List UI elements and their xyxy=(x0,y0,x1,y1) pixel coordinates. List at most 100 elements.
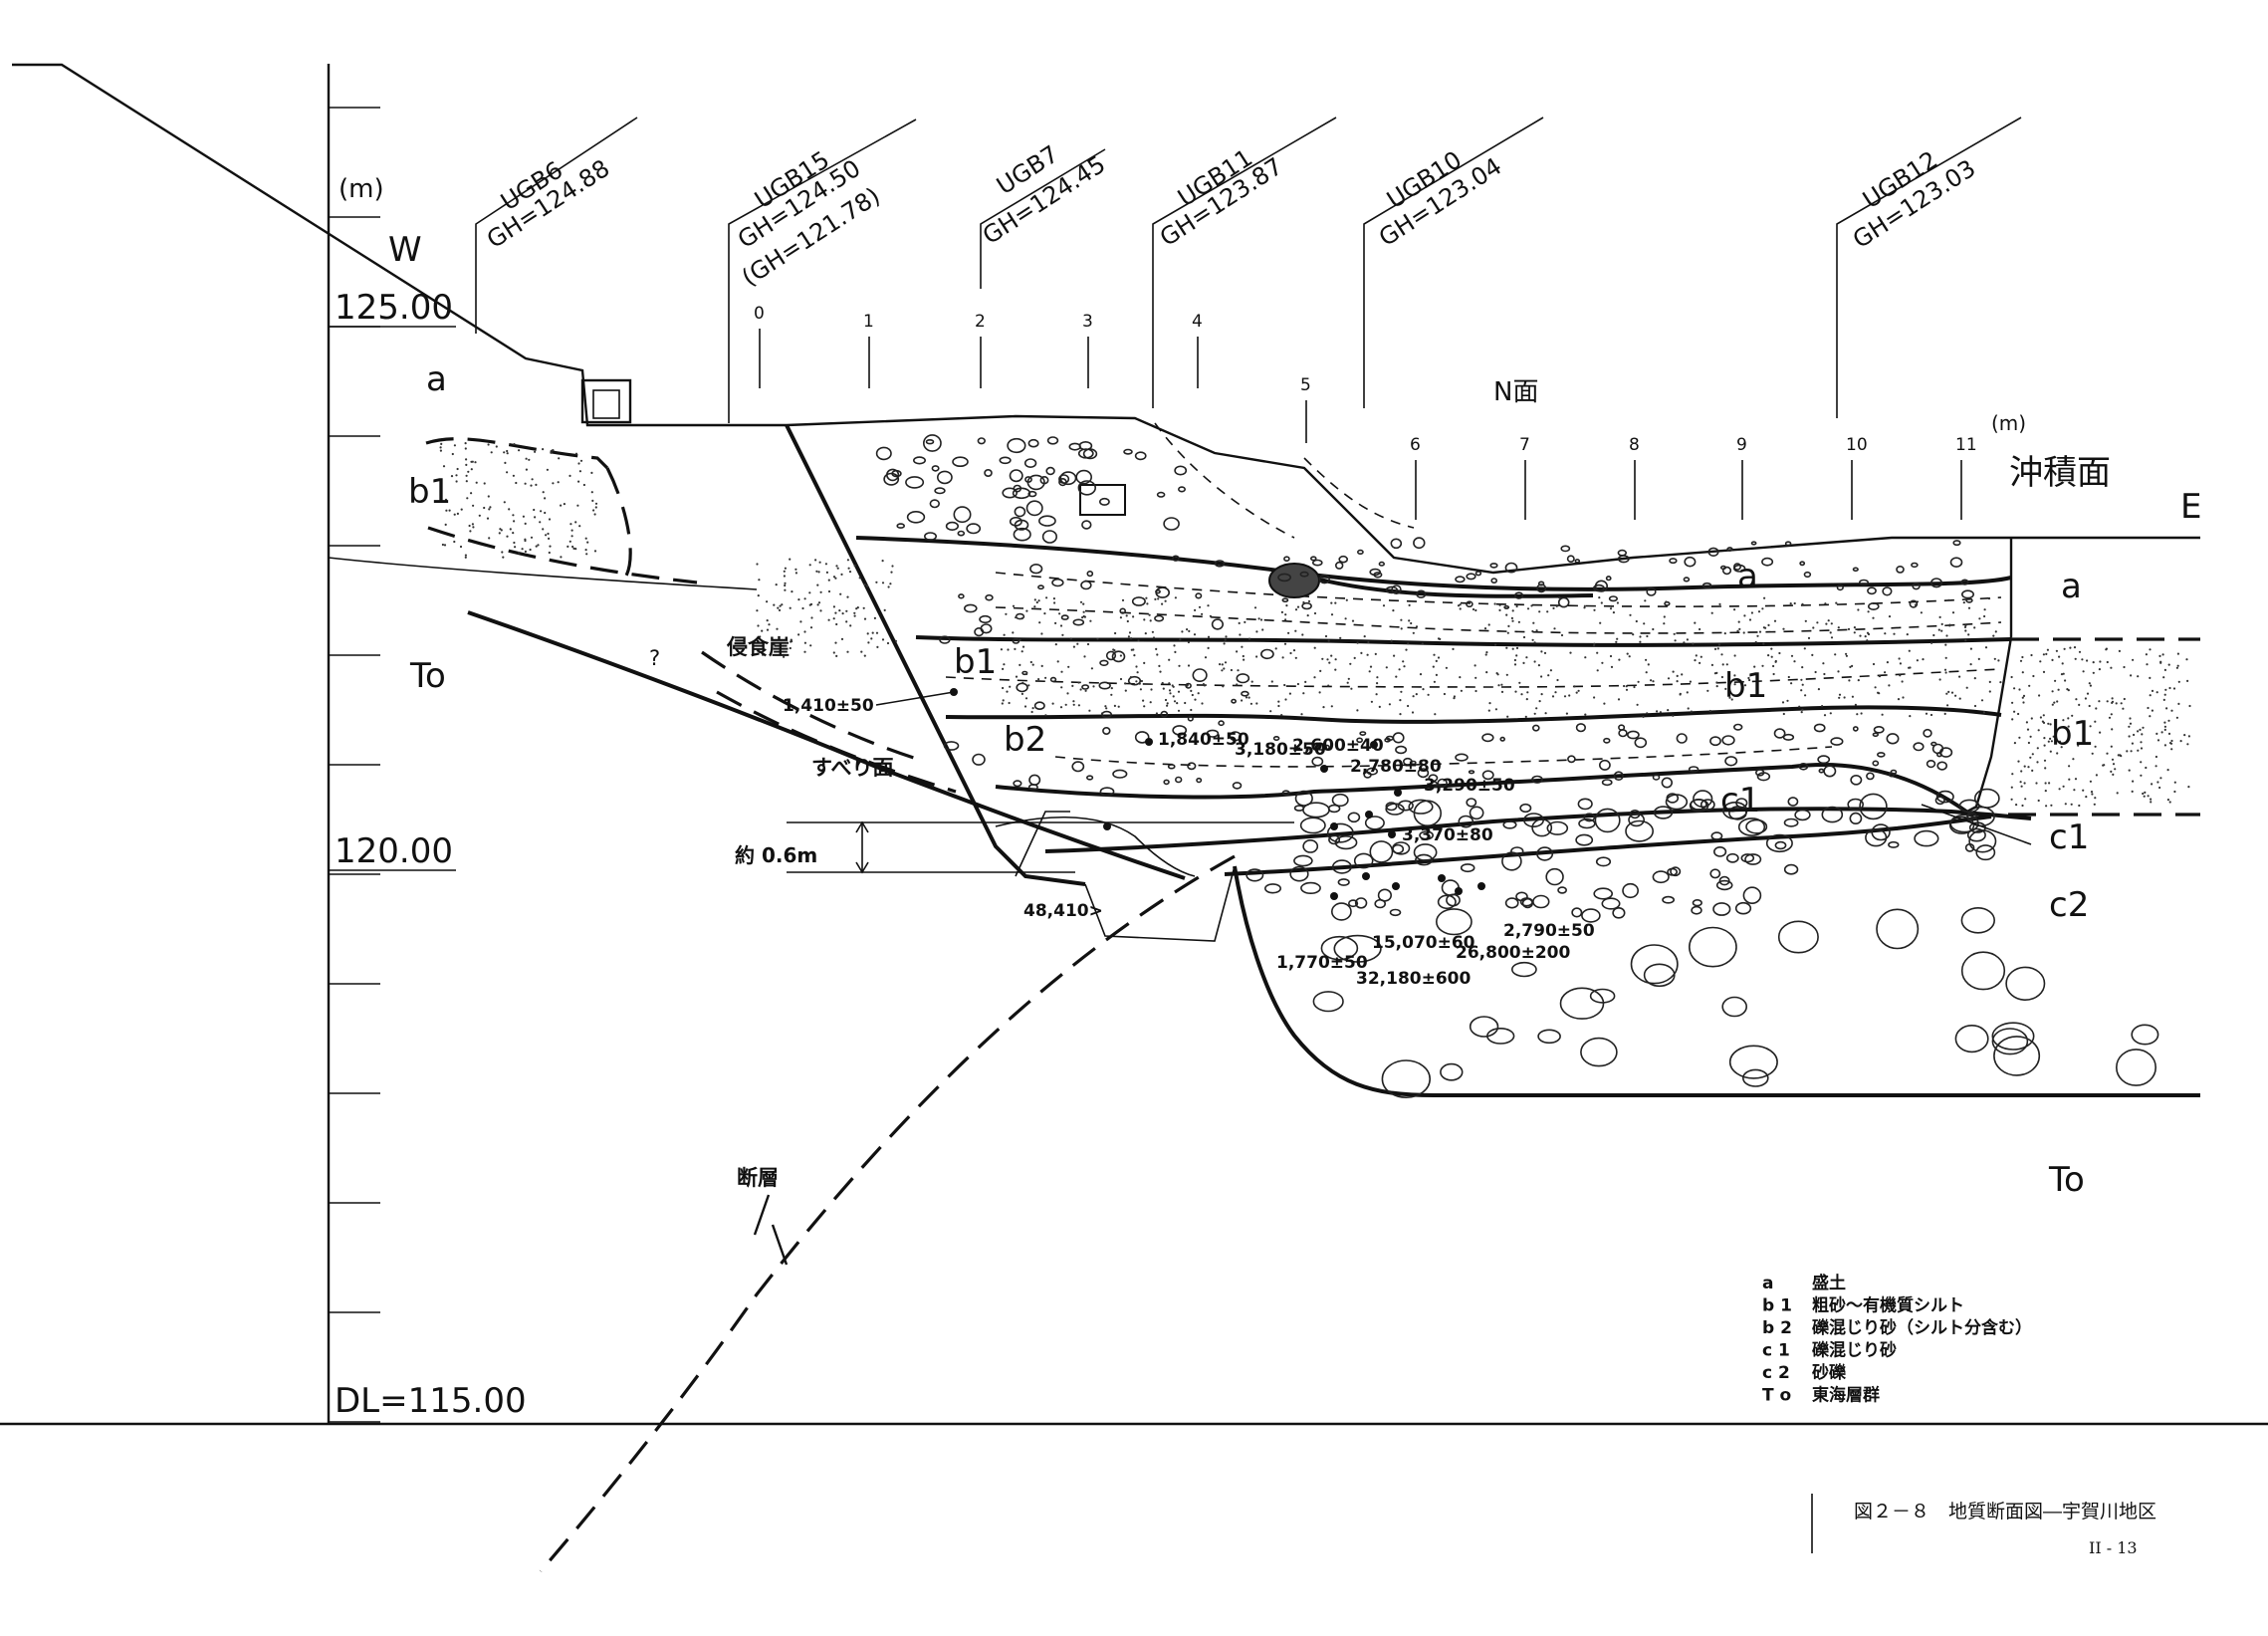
sand-dot xyxy=(1072,700,1075,703)
sand-dot xyxy=(2050,740,2053,743)
sand-dot xyxy=(574,521,577,524)
pebble xyxy=(1849,812,1863,825)
sand-dot xyxy=(2126,750,2129,753)
sand-dot xyxy=(1474,676,1477,679)
sand-dot xyxy=(834,611,837,614)
pebble xyxy=(1014,519,1029,531)
sand-dot xyxy=(2068,778,2071,781)
sand-dot xyxy=(1906,633,1909,636)
sand-dot xyxy=(1294,608,1298,611)
sand-dot xyxy=(1460,689,1463,692)
sand-dot xyxy=(1793,601,1796,605)
sand-dot xyxy=(1306,614,1309,617)
sand-dot xyxy=(1494,643,1497,646)
sand-dot xyxy=(1814,670,1817,674)
sand-dot xyxy=(1743,684,1747,687)
sand-dot xyxy=(1060,670,1063,673)
sand-dot xyxy=(2028,684,2031,687)
sand-dot xyxy=(2175,666,2178,669)
pebble xyxy=(985,593,994,601)
sand-dot xyxy=(784,582,787,584)
sand-dot xyxy=(1033,598,1036,601)
sand-dot xyxy=(513,520,516,523)
pebble xyxy=(1689,926,1737,968)
pebble xyxy=(1185,682,1192,689)
pebble xyxy=(1098,681,1111,690)
sand-dot xyxy=(1837,626,1840,629)
sand-dot xyxy=(2043,737,2046,740)
pebble xyxy=(1688,766,1700,773)
sand-dot xyxy=(1944,656,1947,659)
sand-dot xyxy=(2020,785,2023,788)
pebble xyxy=(1728,1045,1778,1079)
layer-a-inner: a xyxy=(1737,557,1758,596)
sand-dot xyxy=(1609,654,1613,658)
sample-point xyxy=(1330,892,1338,900)
sand-dot xyxy=(881,582,885,584)
sand-dot xyxy=(1853,631,1856,634)
sand-dot xyxy=(2156,781,2159,784)
pebble xyxy=(1608,595,1618,602)
pebble xyxy=(1519,803,1532,814)
sand-dot xyxy=(2058,740,2062,743)
pebble xyxy=(1734,901,1752,915)
sand-dot xyxy=(1770,647,1773,650)
sand-dot xyxy=(1642,715,1645,719)
pebble xyxy=(1575,723,1586,733)
sand-dot xyxy=(1124,689,1127,692)
sand-dot xyxy=(1973,626,1976,629)
sand-dot xyxy=(1330,613,1334,616)
ruler-tick-label: 3 xyxy=(1082,312,1093,332)
sand-dot xyxy=(1019,638,1021,641)
sand-dot xyxy=(846,650,849,653)
sand-dot xyxy=(1827,619,1830,622)
pebble xyxy=(1630,944,1679,985)
sand-dot xyxy=(1190,689,1193,693)
sand-dot xyxy=(1616,637,1619,640)
pebble xyxy=(1934,796,1945,806)
sand-dot xyxy=(1334,601,1337,604)
sand-dot xyxy=(1044,676,1047,679)
sand-dot xyxy=(1130,648,1133,651)
sand-dot xyxy=(1209,614,1212,617)
sand-dot xyxy=(835,622,838,626)
sand-dot xyxy=(1679,693,1682,696)
pebble xyxy=(1417,768,1430,779)
sand-dot xyxy=(1056,660,1059,663)
sand-dot xyxy=(1301,633,1304,636)
sand-dot xyxy=(1800,678,1803,681)
pebble xyxy=(1131,596,1146,606)
sand-dot xyxy=(2037,729,2040,732)
sand-dot xyxy=(1945,634,1948,637)
sand-dot xyxy=(1330,705,1333,708)
sand-dot xyxy=(2053,701,2056,704)
sand-dot xyxy=(2149,648,2152,651)
sand-dot xyxy=(1600,601,1603,604)
sand-dot xyxy=(1914,603,1918,606)
sand-dot xyxy=(1253,606,1257,609)
pebble xyxy=(1187,715,1194,722)
sand-dot xyxy=(1173,700,1177,703)
pebble xyxy=(1013,527,1031,542)
sand-dot xyxy=(1177,709,1181,712)
sand-dot xyxy=(778,608,782,612)
sand-dot xyxy=(1059,624,1063,627)
sand-dot xyxy=(1084,689,1087,692)
sand-dot xyxy=(1733,674,1736,677)
sand-dot xyxy=(1770,655,1773,658)
sand-dot xyxy=(1560,633,1564,637)
pebble xyxy=(1009,516,1022,527)
sand-dot xyxy=(1843,696,1846,699)
sand-dot xyxy=(2078,703,2081,707)
age-3370: 3,370±80 xyxy=(1402,825,1493,845)
pebble xyxy=(1991,1022,2035,1051)
pebble xyxy=(1347,812,1361,823)
sand-dot xyxy=(1878,675,1882,678)
sand-dot xyxy=(1884,671,1887,674)
sand-dot xyxy=(2137,730,2140,733)
sand-dot xyxy=(1132,615,1135,618)
borehole-group: UGB6 GH=124.88 UGB15 GH=124.50 (GH=121.7… xyxy=(475,117,2022,423)
sand-dot xyxy=(469,530,472,533)
pebble xyxy=(1872,732,1880,738)
